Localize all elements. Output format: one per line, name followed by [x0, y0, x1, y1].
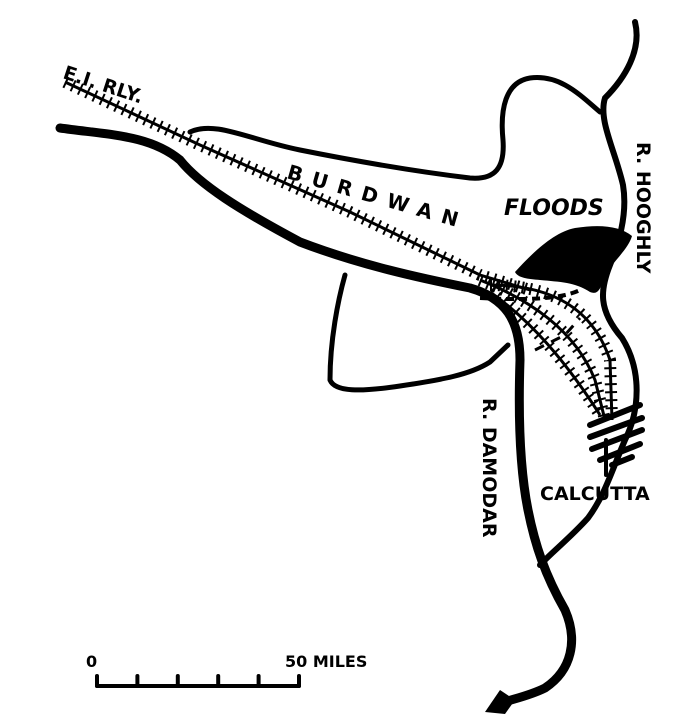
railway-east-indian — [62, 76, 618, 422]
flood-area-outline-lower — [327, 272, 511, 393]
scale-bar: 0 50 MILES — [86, 652, 367, 688]
flood-area-outline — [187, 75, 603, 181]
label-calcutta: CALCUTTA — [540, 483, 650, 505]
label-river-hooghly: R. HOOGHLY — [632, 142, 654, 274]
river-damodar — [55, 123, 577, 711]
label-floods: FLOODS — [504, 196, 604, 221]
river-hooghly — [537, 19, 640, 568]
river-damodar-mouth — [485, 690, 515, 714]
label-river-damodar: R. DAMODAR — [478, 398, 500, 538]
scale-start-label: 0 — [86, 652, 97, 671]
flood-inundated-area — [515, 226, 632, 293]
scale-end-label: 50 MILES — [285, 652, 367, 671]
calcutta-city-hatch — [587, 402, 645, 477]
